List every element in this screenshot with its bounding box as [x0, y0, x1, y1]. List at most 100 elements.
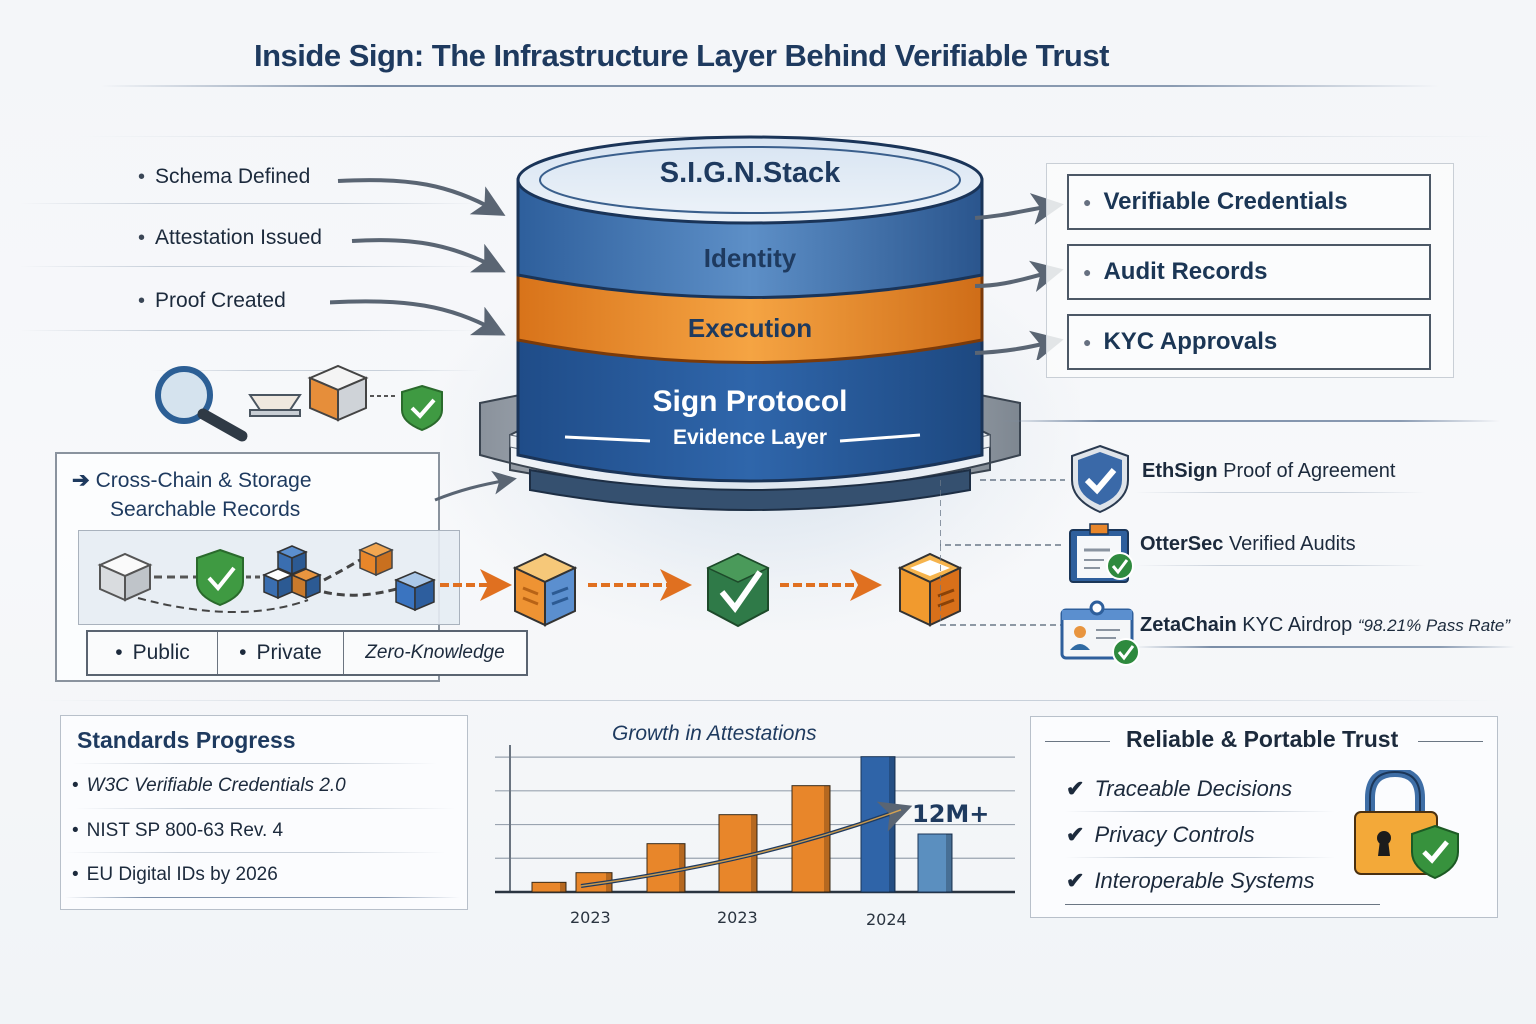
checkmark-icon: ✔ — [1066, 776, 1085, 801]
pipeline — [440, 552, 963, 628]
standards-panel — [60, 715, 468, 910]
standard-label: W3C Verifiable Credentials 2.0 — [86, 775, 346, 796]
search-icon — [155, 366, 248, 442]
divider — [20, 330, 480, 331]
shield-check-icon — [196, 548, 244, 607]
divider — [1065, 904, 1380, 905]
shield-check-icon — [401, 384, 443, 432]
bar-shade — [824, 785, 830, 892]
clipboard-check-icon — [1069, 523, 1134, 583]
privacy-modes: •Public •Private Zero-Knowledge — [86, 630, 528, 676]
standard-label: NIST SP 800-63 Rev. 4 — [86, 820, 284, 841]
stack-labels: S.I.G.N.Stack Identity Execution Sign Pr… — [470, 135, 1030, 515]
tick-label: 2023 — [570, 908, 611, 927]
standard-item: •NIST SP 800-63 Rev. 4 — [72, 820, 284, 841]
cross-chain-icons — [97, 542, 436, 613]
use-case-zetachain: ZetaChain KYC Airdrop “98.21% Pass Rate” — [1140, 614, 1510, 637]
cube-icon — [307, 364, 369, 422]
outputs-panel: ●Verifiable Credentials ●Audit Records ●… — [1046, 163, 1454, 378]
cube-icon — [358, 542, 394, 577]
lock-shield-icon — [1354, 770, 1459, 880]
checkmark-icon: ✔ — [1066, 868, 1085, 893]
divider — [1065, 811, 1335, 812]
arrow-right-icon — [351, 238, 506, 273]
arrow-right-icon — [337, 178, 506, 216]
bar-shade — [889, 756, 895, 892]
output-label: Audit Records — [1103, 258, 1268, 285]
use-case-icons — [1060, 444, 1140, 666]
input-item-label: Proof Created — [155, 289, 286, 312]
cube-cluster-icon — [262, 545, 322, 600]
mode-label: Public — [132, 641, 190, 664]
mode-public[interactable]: •Public — [88, 632, 218, 674]
cube-icon — [394, 571, 436, 612]
layer-identity: Identity — [703, 243, 797, 273]
title-divider — [100, 85, 1440, 87]
stack-title: S.I.G.N.Stack — [659, 157, 841, 189]
use-case-brand: ZetaChain — [1140, 614, 1237, 636]
arrow-right-icon — [330, 299, 506, 336]
input-item-label: Schema Defined — [155, 165, 311, 188]
use-case-brand: OtterSec — [1140, 533, 1224, 555]
trust-item-label: Interoperable Systems — [1094, 868, 1315, 893]
evidence-line-right — [839, 433, 921, 443]
document-icon — [248, 394, 302, 417]
use-case-text: KYC Airdrop — [1242, 614, 1353, 636]
standard-item: •W3C Verifiable Credentials 2.0 — [72, 775, 346, 796]
input-item-label: Attestation Issued — [155, 226, 322, 249]
layer-evidence: Evidence Layer — [672, 426, 828, 449]
arrow-right-icon — [974, 193, 1064, 225]
mode-zero-knowledge[interactable]: Zero-Knowledge — [344, 632, 526, 674]
trend-line-highlight — [580, 809, 902, 887]
mode-private[interactable]: •Private — [218, 632, 344, 674]
divider — [1045, 741, 1110, 742]
trust-item-label: Traceable Decisions — [1094, 776, 1293, 801]
bar — [646, 843, 686, 893]
divider — [150, 370, 480, 371]
divider — [1135, 492, 1425, 493]
use-case-text: Verified Audits — [1228, 533, 1356, 555]
flow-icons-row — [155, 364, 443, 442]
divider — [20, 266, 480, 267]
standard-label: EU Digital IDs by 2026 — [86, 864, 278, 885]
output-verifiable-credentials: ●Verifiable Credentials — [1067, 174, 1431, 230]
divider — [1065, 857, 1335, 858]
growth-chart — [495, 745, 1015, 894]
page-title: Inside Sign: The Infrastructure Layer Be… — [254, 38, 1109, 73]
cross-chain-arrow — [434, 470, 517, 502]
use-case-ottersec: OtterSec Verified Audits — [1140, 533, 1356, 556]
bar-shade — [560, 882, 566, 892]
divider — [65, 852, 445, 853]
trust-item-label: Privacy Controls — [1094, 822, 1255, 847]
input-item-attestation: •Attestation Issued — [138, 226, 322, 249]
output-label: Verifiable Credentials — [1103, 188, 1348, 215]
use-case-brand: EthSign — [1142, 460, 1218, 482]
output-audit-records: ●Audit Records — [1067, 244, 1431, 300]
cross-chain-subtitle: Searchable Records — [110, 498, 301, 521]
arrow-right-icon — [974, 330, 1064, 360]
tick-label: 2024 — [866, 910, 907, 929]
checkmark-icon: ✔ — [1066, 822, 1085, 847]
input-arrows — [330, 178, 506, 336]
divider — [72, 763, 437, 764]
cross-chain-line1: Cross-Chain & Storage — [95, 469, 312, 492]
output-arrows — [974, 193, 1064, 360]
output-label: KYC Approvals — [1103, 328, 1278, 355]
arrow-right-icon — [974, 260, 1064, 292]
divider — [65, 897, 460, 898]
input-item-schema: •Schema Defined — [138, 165, 311, 188]
shield-check-icon — [1071, 444, 1129, 514]
divider — [1000, 420, 1500, 422]
use-case-text: Proof of Agreement — [1223, 460, 1396, 482]
layer-sign-protocol: Sign Protocol — [652, 385, 848, 418]
trust-title: Reliable & Portable Trust — [1126, 726, 1399, 752]
trust-item: ✔ Privacy Controls — [1066, 822, 1255, 848]
divider — [20, 203, 480, 204]
mode-label: Private — [256, 641, 322, 664]
bar — [531, 881, 567, 893]
divider — [1418, 741, 1483, 742]
output-kyc-approvals: ●KYC Approvals — [1067, 314, 1431, 370]
standards-title: Standards Progress — [77, 727, 296, 753]
verified-cube-icon — [706, 552, 770, 628]
mode-label: Zero-Knowledge — [365, 642, 505, 663]
